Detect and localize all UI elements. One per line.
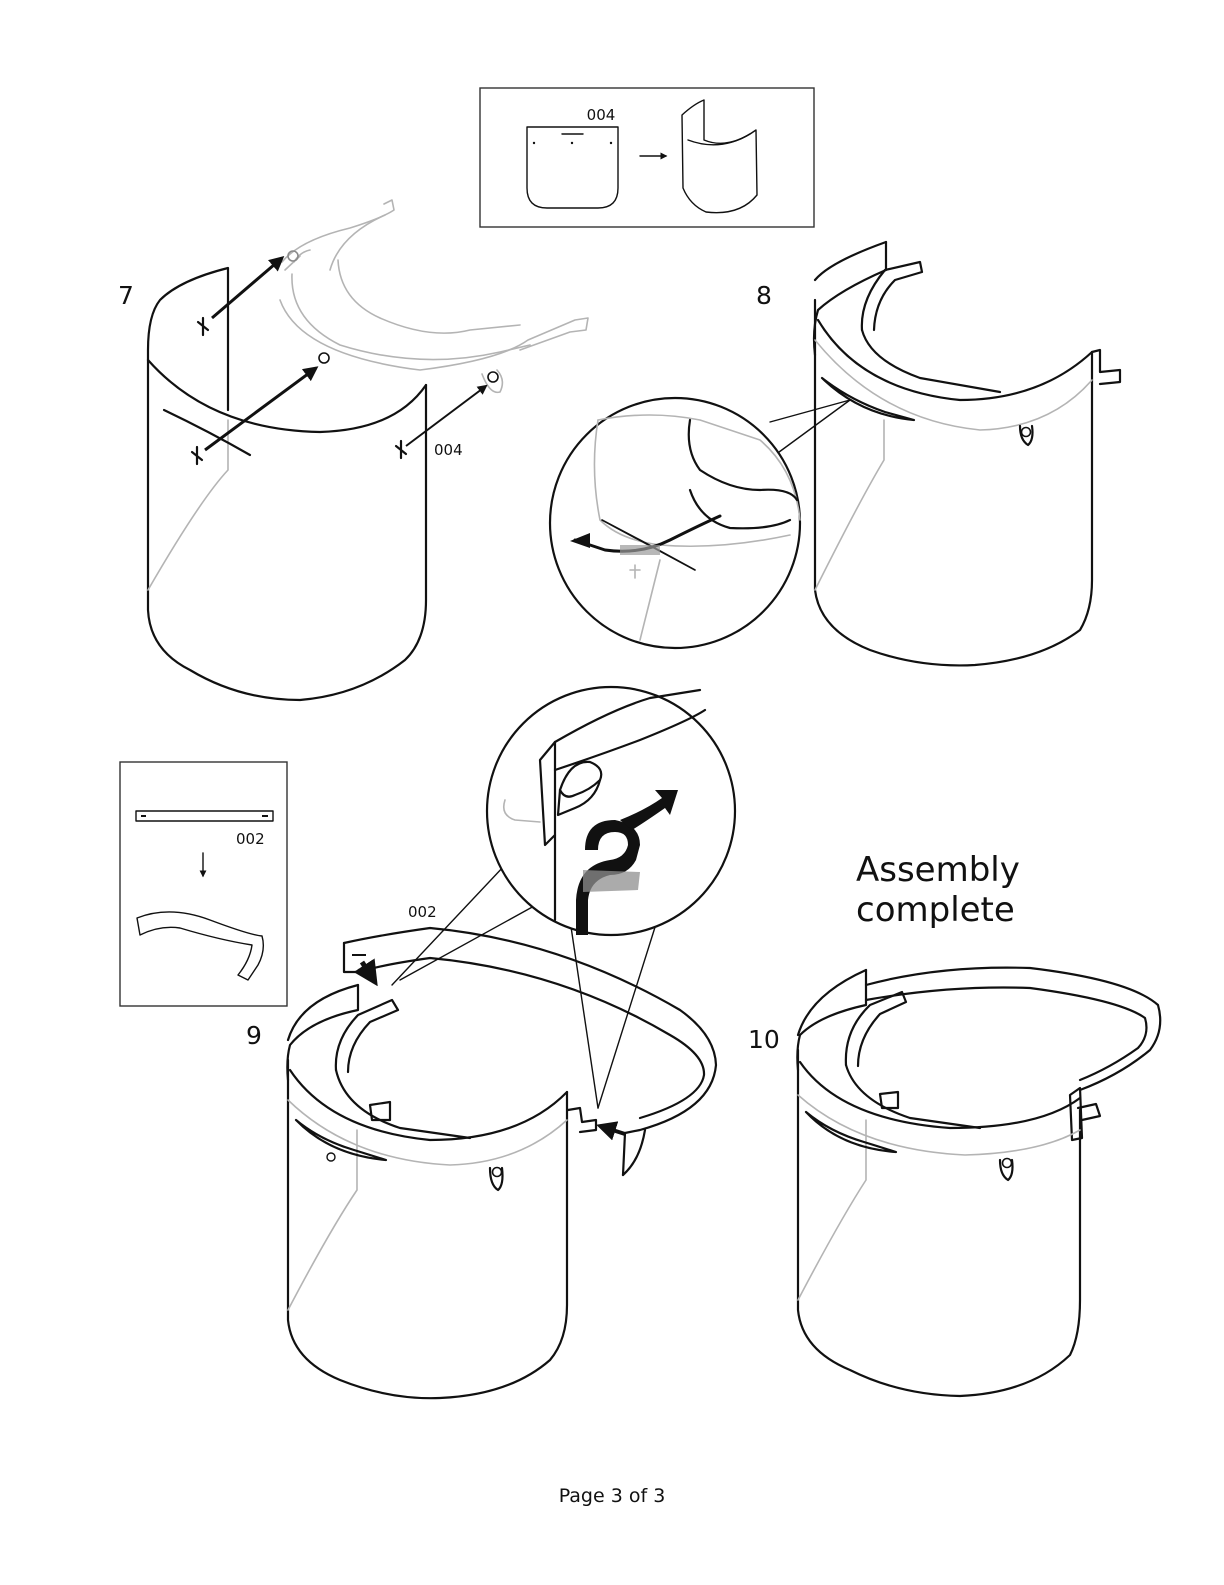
- strap-inset: 002: [119, 761, 288, 1007]
- step-8-number: 8: [756, 281, 772, 310]
- step-10-number: 10: [748, 1025, 780, 1054]
- assembly-complete-caption: Assembly complete: [856, 850, 1020, 930]
- step-9-detail-circle: [485, 685, 737, 937]
- strap-inset-label: 002: [236, 830, 265, 848]
- step-8-detail-circle: [548, 396, 802, 650]
- step-8: 8: [548, 240, 1122, 667]
- step-9-part-label: 002: [408, 903, 437, 921]
- step-10: 10: [748, 966, 1162, 1398]
- step-9-number: 9: [246, 1021, 262, 1050]
- visor-inset-label: 004: [587, 106, 616, 124]
- visor-inset: 004: [479, 87, 815, 228]
- step-7-part-label: 004: [434, 441, 463, 459]
- caption-line-1: Assembly: [856, 850, 1020, 890]
- caption-line-2: complete: [856, 890, 1015, 930]
- step-7-number: 7: [118, 281, 134, 310]
- step-9: 9 002: [246, 685, 737, 1400]
- step-7: 7 004: [118, 199, 589, 702]
- page-footer: Page 3 of 3: [558, 1485, 666, 1507]
